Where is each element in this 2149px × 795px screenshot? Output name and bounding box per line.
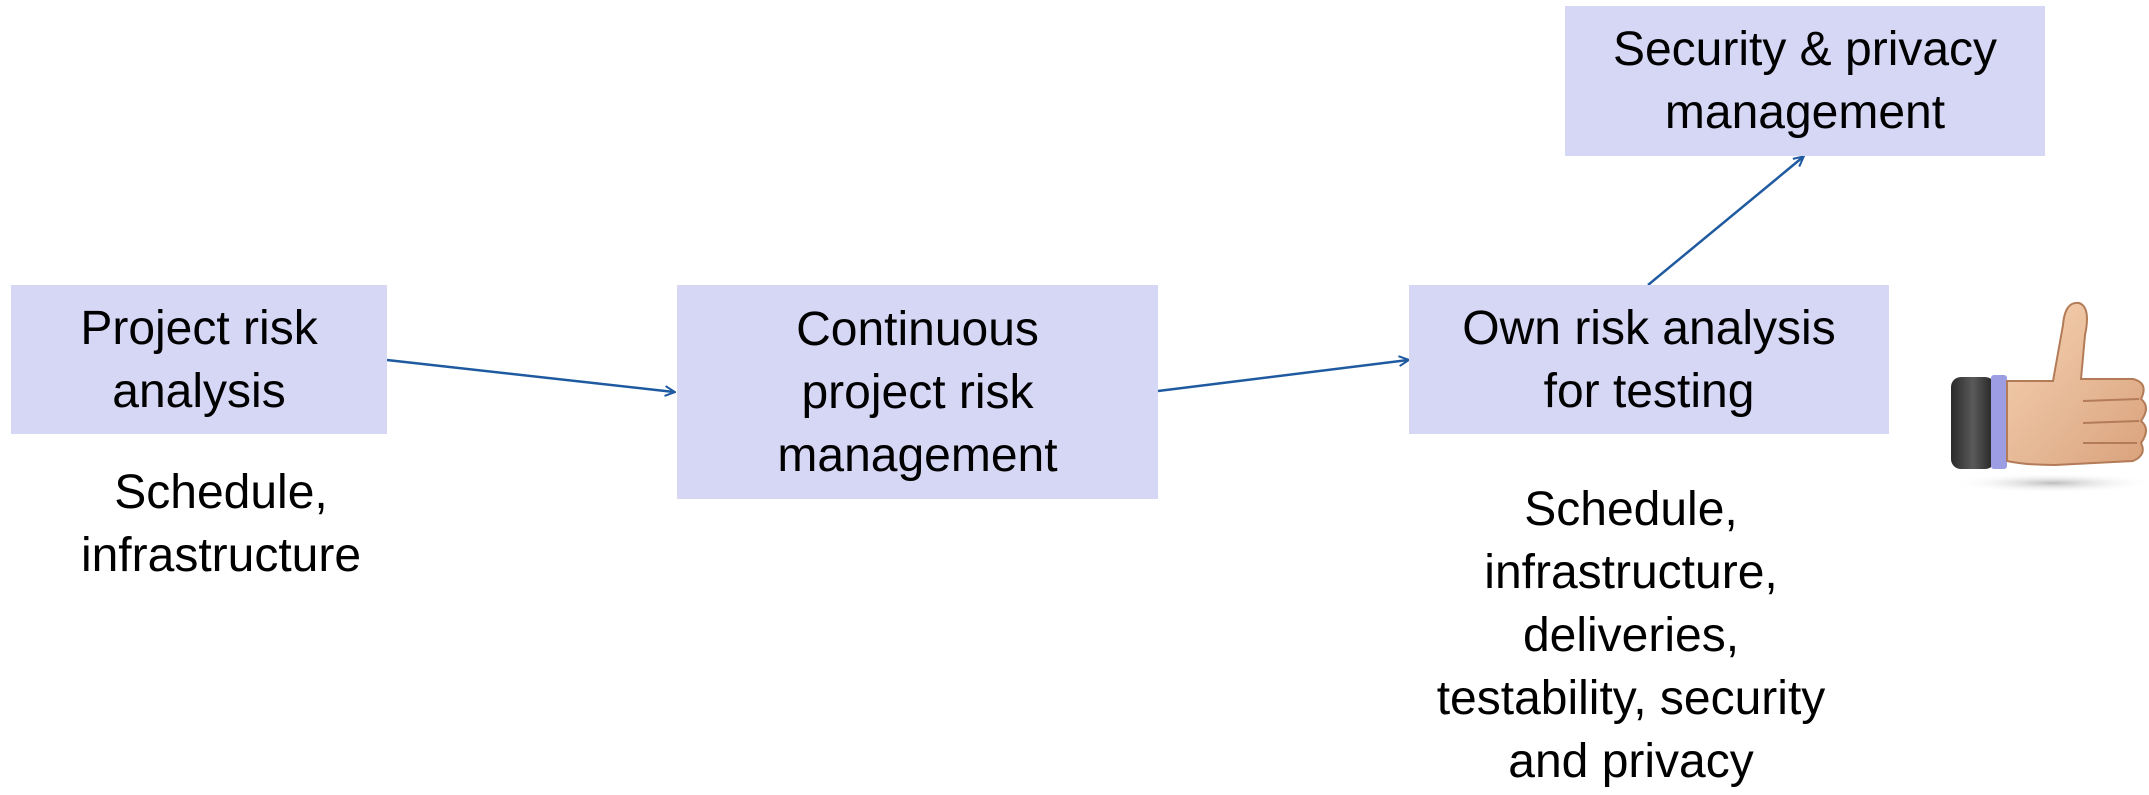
own-risk-analysis-line1: Own risk analysis <box>1462 301 1836 355</box>
project-risk-analysis-line1: Project risk <box>80 301 318 355</box>
project-risk-analysis-box: Project risk analysis <box>11 285 387 434</box>
own-risk-note-line4: testability, security <box>1436 672 1826 725</box>
arrow-own-analysis-to-security <box>1647 157 1803 286</box>
continuous-line2: project risk <box>801 365 1034 419</box>
own-risk-note-line3: deliveries, <box>1522 609 1740 662</box>
own-risk-analysis-line2: for testing <box>1543 364 1755 418</box>
continuous-risk-management-box: Continuous project risk management <box>677 285 1158 499</box>
continuous-line3: management <box>777 428 1058 482</box>
security-privacy-line2: management <box>1664 86 1946 139</box>
project-risk-note: Schedule, infrastructure <box>40 461 402 587</box>
thumbs-up-icon <box>1951 301 2149 493</box>
security-privacy-box: Security & privacy management <box>1565 6 2045 156</box>
project-risk-note-line1: Schedule, <box>114 466 328 519</box>
continuous-line1: Continuous <box>796 302 1039 356</box>
own-risk-note: Schedule, infrastructure, deliveries, te… <box>1391 478 1871 793</box>
own-risk-note-line2: infrastructure, <box>1484 546 1778 599</box>
arrow-continuous-to-own-analysis <box>1157 360 1408 393</box>
own-risk-analysis-box: Own risk analysis for testing <box>1409 285 1889 434</box>
own-risk-note-line5: and privacy <box>1508 735 1754 788</box>
arrow-analysis-to-continuous <box>386 358 674 392</box>
project-risk-analysis-line2: analysis <box>112 364 286 418</box>
project-risk-note-line2: infrastructure <box>80 529 362 582</box>
own-risk-note-line1: Schedule, <box>1524 483 1738 536</box>
security-privacy-line1: Security & privacy <box>1612 23 1998 76</box>
